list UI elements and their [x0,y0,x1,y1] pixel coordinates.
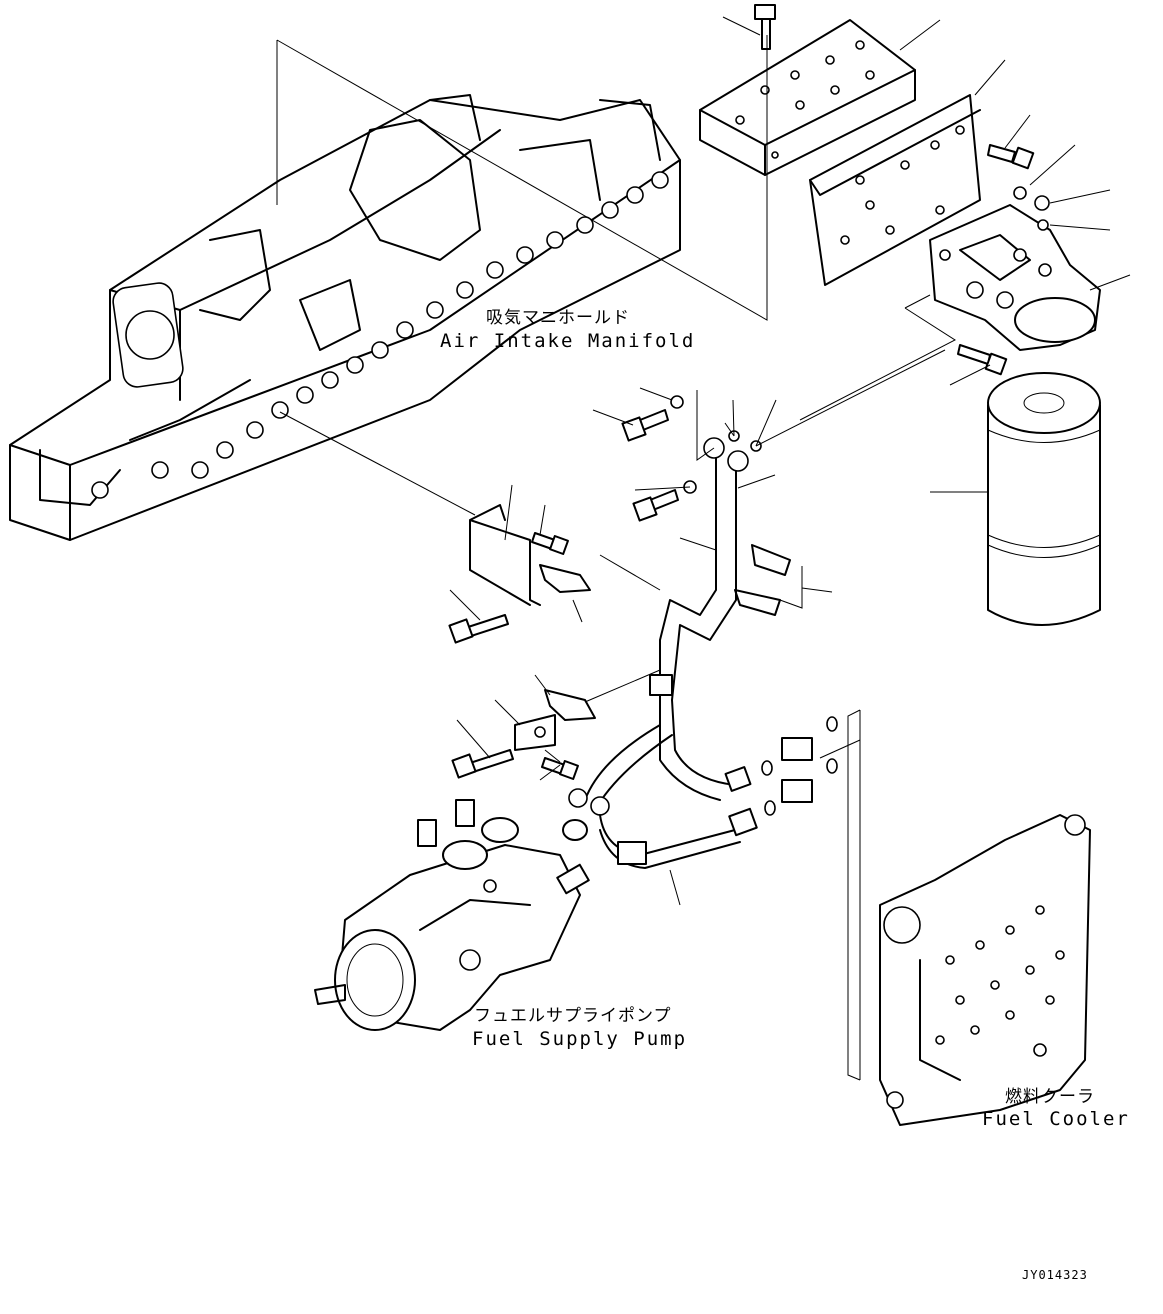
upper-mounting-plate [699,19,916,176]
fuel-cooler-label-jp: 燃料クーラ [1005,1087,1095,1107]
air-intake-manifold [9,94,681,541]
air-intake-manifold-label-jp: 吸気マニホールド [486,308,630,328]
fuel-filter-cartridge [987,372,1101,626]
drawing-code: JY014323 [1022,1268,1088,1282]
fuel-supply-pump-label-en: Fuel Supply Pump [472,1028,688,1050]
fuel-cooler [879,814,1091,1126]
connector-fittings [761,716,838,816]
fuel-cooler-label-en: Fuel Cooler [982,1108,1130,1130]
lower-mounting-plate [809,94,981,286]
air-intake-manifold-label-en: Air Intake Manifold [440,330,696,352]
leader-lines [276,16,1131,1081]
fuel-filter-head [929,204,1101,351]
fuel-supply-pump [314,799,590,1031]
fasteners [448,4,1050,780]
brackets-and-clamps [469,504,791,751]
fuel-supply-pump-label-jp: フュエルサプライポンプ [474,1006,672,1026]
fuel-pipes [568,437,758,869]
